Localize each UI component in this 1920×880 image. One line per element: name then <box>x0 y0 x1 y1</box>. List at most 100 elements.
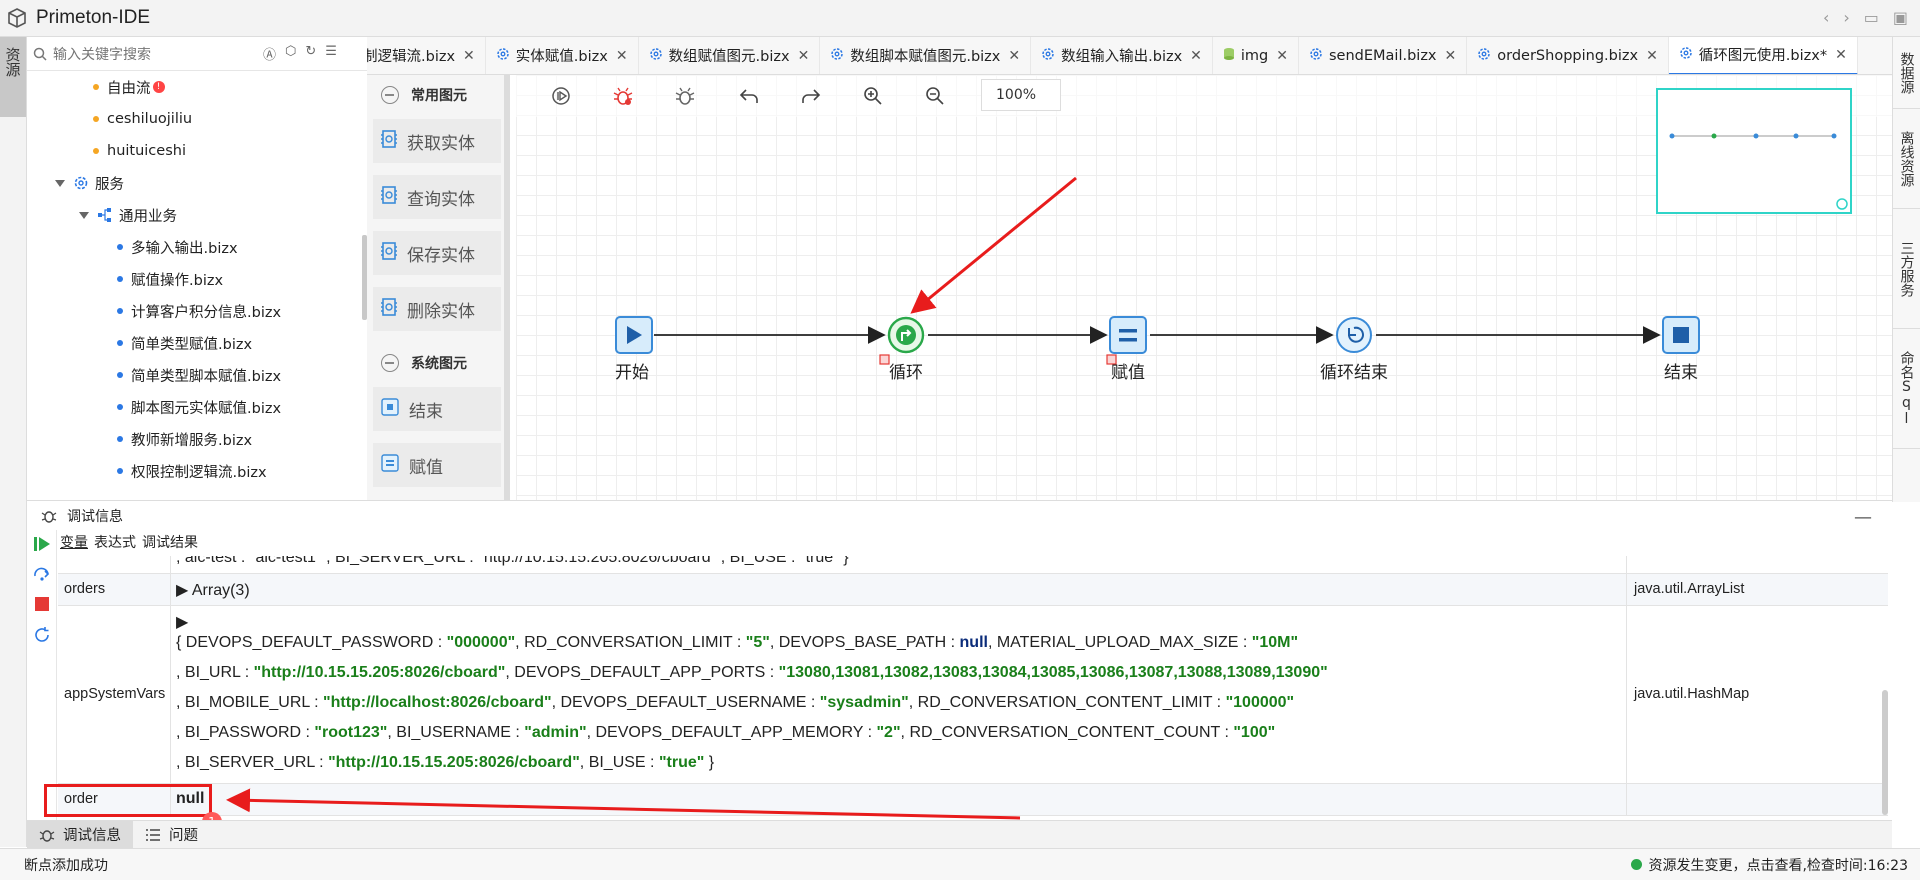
undo-icon[interactable] <box>738 85 760 107</box>
zoom-in-icon[interactable] <box>862 85 884 107</box>
chevron-down-icon[interactable] <box>55 179 65 187</box>
flow-diagram <box>615 316 1700 365</box>
tree-file[interactable]: 教师新增服务.bizx <box>117 423 252 455</box>
table-row[interactable]: orders ▶ Array(3) java.util.ArrayList <box>58 574 1888 606</box>
tree-file[interactable]: 多输入输出.bizx <box>117 231 238 263</box>
cube-icon[interactable]: ⬡ <box>285 44 297 59</box>
resources-tab[interactable]: 资源 <box>0 37 26 117</box>
bug-icon[interactable] <box>674 85 696 107</box>
zoom-out-icon[interactable] <box>924 85 946 107</box>
offline-resource-tab[interactable]: 离线资源 <box>1893 109 1920 209</box>
palette-item-get-entity[interactable]: 获取实体 <box>373 119 501 163</box>
tree-scrollbar[interactable] <box>362 235 367 320</box>
close-icon[interactable]: ✕ <box>1444 47 1457 64</box>
minimap[interactable] <box>1656 88 1852 214</box>
close-icon[interactable]: ✕ <box>797 47 810 64</box>
node-loop-end-icon[interactable] <box>1336 317 1372 353</box>
node-start-icon[interactable] <box>615 316 653 354</box>
datasource-tab[interactable]: 数据源 <box>1893 37 1920 109</box>
close-icon[interactable]: ✕ <box>1646 47 1658 64</box>
palette-section-system[interactable]: 系统图元 <box>367 345 504 381</box>
named-sql-tab[interactable]: 命名Sql <box>1893 329 1920 449</box>
step-over-icon[interactable] <box>33 566 51 582</box>
tree-file[interactable]: 计算客户积分信息.bizx <box>117 295 281 327</box>
close-icon[interactable]: ✕ <box>1190 47 1202 64</box>
tab-debug-results[interactable]: 调试结果 <box>142 535 198 551</box>
collapse-icon[interactable] <box>381 354 399 372</box>
tab-logic-flow[interactable]: 制逻辑流.bizx✕ <box>367 37 486 74</box>
minimize-panel-icon[interactable]: — <box>1854 507 1872 528</box>
close-icon[interactable]: ✕ <box>1008 47 1021 64</box>
tab-ordershopping[interactable]: orderShopping.bizx✕ <box>1467 37 1669 74</box>
palette-item-end[interactable]: 结束 <box>373 387 501 431</box>
palette-item-delete-entity[interactable]: 删除实体 <box>373 287 501 331</box>
tree-item-flow[interactable]: huituiceshi <box>93 135 186 167</box>
table-row[interactable]: appSystemVars ▶ { DEVOPS_DEFAULT_PASSWOR… <box>58 606 1888 784</box>
chevron-down-icon[interactable] <box>79 211 89 219</box>
zoom-level[interactable]: 100% <box>981 79 1061 111</box>
tree-folder-service[interactable]: 服务 <box>55 167 124 199</box>
close-icon[interactable]: ✕ <box>1276 47 1288 64</box>
assign-icon <box>381 453 399 477</box>
tab-debug-info[interactable]: 调试信息 <box>27 820 133 849</box>
bullet-icon <box>117 404 123 410</box>
tree-item-flow[interactable]: ceshiluojiliu <box>93 103 192 135</box>
debug-bug-icon[interactable] <box>612 85 634 107</box>
save-icon[interactable]: ▣ <box>1892 8 1908 27</box>
ai-icon[interactable]: Ⓐ <box>263 48 277 63</box>
flow-canvas[interactable]: 100% <box>516 75 1892 500</box>
tree-file[interactable]: 简单类型脚本赋值.bizx <box>117 359 281 391</box>
list-icon[interactable]: ☰ <box>325 44 337 59</box>
gear-icon <box>1309 47 1323 65</box>
palette-item-query-entity[interactable]: 查询实体 <box>373 175 501 219</box>
nav-back-icon[interactable]: ‹ <box>1822 8 1830 27</box>
variables-scrollbar[interactable] <box>1882 690 1888 815</box>
nav-forward-icon[interactable]: › <box>1843 8 1850 27</box>
node-loop-icon[interactable] <box>879 316 925 365</box>
close-icon[interactable]: ✕ <box>615 47 628 64</box>
palette-section-common[interactable]: 常用图元 <box>367 77 504 113</box>
redo-icon[interactable] <box>800 85 822 107</box>
resume-icon[interactable] <box>33 536 51 552</box>
collapse-icon[interactable] <box>381 86 399 104</box>
stop-icon[interactable] <box>33 596 51 612</box>
var-value[interactable]: ▶ Array(3) <box>176 582 250 599</box>
close-icon[interactable]: ✕ <box>1835 46 1847 63</box>
map-token: , DEVOPS_BASE_PATH : <box>769 634 960 651</box>
expand-arrow-icon[interactable]: ▶ <box>176 614 189 631</box>
third-party-service-tab[interactable]: 三方服务 <box>1893 209 1920 329</box>
tree-file[interactable]: 简单类型赋值.bizx <box>117 327 252 359</box>
tab-loop-element[interactable]: 循环图元使用.bizx*✕ <box>1668 37 1858 74</box>
palette-item-assign[interactable]: 赋值 <box>373 443 501 487</box>
tab-problems[interactable]: 问题 <box>133 821 210 849</box>
tab-array-io[interactable]: 数组输入输出.bizx✕ <box>1031 37 1213 74</box>
tab-array-assign[interactable]: 数组赋值图元.bizx✕ <box>639 37 821 74</box>
node-end-icon[interactable] <box>1662 316 1700 354</box>
tab-variables[interactable]: 变量 <box>60 535 88 551</box>
resource-change-notice[interactable]: 资源发生变更，点击查看,检查时间:16:23 <box>1631 855 1908 875</box>
table-row[interactable]: order null <box>58 784 1888 816</box>
refresh-icon[interactable]: ↻ <box>305 44 317 59</box>
map-token: "true" <box>658 754 705 771</box>
tab-sendemail[interactable]: sendEMail.bizx✕ <box>1299 37 1468 74</box>
run-icon[interactable] <box>550 85 572 107</box>
tree-group-common-business[interactable]: 通用业务 <box>79 199 177 231</box>
map-token: , BI_URL : <box>176 664 254 681</box>
tab-array-script-assign[interactable]: 数组脚本赋值图元.bizx✕ <box>820 37 1032 74</box>
tab-expressions[interactable]: 表达式 <box>94 535 136 551</box>
palette-item-save-entity[interactable]: 保存实体 <box>373 231 501 275</box>
tree-item-flow[interactable]: 自由流! <box>93 71 165 103</box>
minimize-icon[interactable]: ▭ <box>1863 8 1879 27</box>
tree-file[interactable]: 权限控制逻辑流.bizx <box>117 455 267 487</box>
variables-table: , aic-test : "aic-test1" , BI_SERVER_URL… <box>58 556 1888 820</box>
expand-arrow-icon[interactable]: ▶ <box>176 582 192 599</box>
gear-icon <box>1477 47 1491 65</box>
close-icon[interactable]: ✕ <box>463 47 475 64</box>
node-assign-icon[interactable] <box>1106 316 1147 365</box>
tab-entity-assign[interactable]: 实体赋值.bizx✕ <box>486 37 639 74</box>
tab-img[interactable]: img✕ <box>1213 37 1299 74</box>
restart-icon[interactable] <box>33 626 51 644</box>
tree-file[interactable]: 赋值操作.bizx <box>117 263 223 295</box>
search-input[interactable] <box>53 45 253 62</box>
tree-file[interactable]: 脚本图元实体赋值.bizx <box>117 391 281 423</box>
